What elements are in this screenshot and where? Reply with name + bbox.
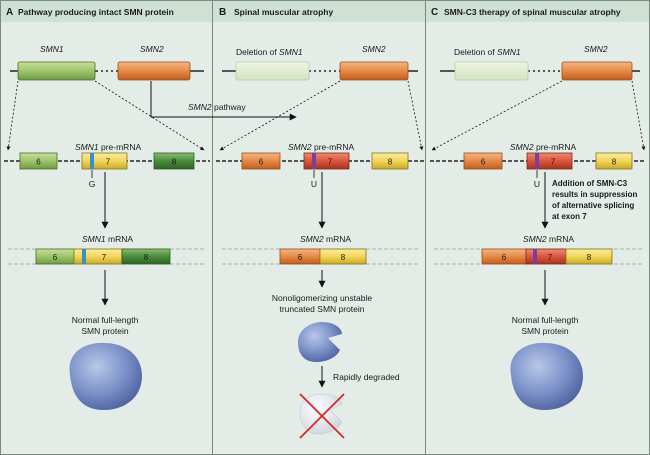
panel-a-smn1-gene (17, 61, 96, 81)
panel-b-pre-exon-6 (241, 152, 281, 170)
panel-c-mrna-exon-8 (565, 248, 613, 265)
panel-b-smn1-deleted (235, 61, 310, 81)
panel-b-pre-exon-7 (303, 152, 350, 170)
panel-c-outcome-line1: Normal full-length (512, 315, 579, 325)
panel-b-smn2-gene (339, 61, 409, 81)
panel-b-pre-exon-6-label: 6 (259, 158, 264, 167)
panel-a-pre-exon-7-label: 7 (106, 158, 111, 167)
panel-c-smn-protein (510, 342, 583, 410)
panel-a-nucleotide: G (89, 179, 96, 189)
panel-b-nucleotide: U (311, 179, 317, 189)
smn2-pathway-arrow (150, 81, 297, 121)
panel-b-pre-marker (312, 153, 316, 169)
panel-b-mrna-exon-8-label: 8 (341, 253, 346, 262)
panel-a-pre-exon-8 (153, 152, 195, 170)
panel-a-mrna-label: SMN1 mRNA (82, 234, 133, 244)
panel-b-letter: B (219, 7, 226, 18)
panel-a-premrna-label: SMN1 pre-mRNA (75, 142, 141, 152)
panel-a-smn2-gene (117, 61, 191, 81)
panel-c-mrna-exon-7 (525, 248, 567, 265)
panel-c-smn2-gene (561, 61, 633, 81)
panel-c-mrna-marker (533, 249, 537, 264)
panel-c-pre-exon-6 (463, 152, 503, 170)
panel-b-outcome-line2: truncated SMN protein (279, 304, 364, 314)
panel-b-degraded-label: Rapidly degraded (333, 372, 400, 382)
panel-a-smn-protein (69, 342, 142, 410)
panel-b-mrna-exon-8 (319, 248, 367, 265)
panel-b-truncated-protein (298, 322, 342, 362)
panel-b-mrna-exon-6-label: 6 (298, 253, 303, 262)
panel-a-pre-marker (90, 153, 94, 169)
panel-c-mrna-exon-7-label: 7 (548, 253, 553, 262)
panel-c-pre-exon-8 (595, 152, 633, 170)
panel-a-mrna-exon-8 (121, 248, 171, 265)
panel-c-mrna-exon-8-label: 8 (587, 253, 592, 262)
panel-b-gene1-label: Deletion of SMN1 (236, 47, 303, 57)
panel-b-pre-exon-7-label: 7 (328, 158, 333, 167)
panel-a-gene2-label: SMN2 (140, 44, 164, 54)
panel-c-premrna-label: SMN2 pre-mRNA (510, 142, 576, 152)
panel-c-mrna-exon-6-label: 6 (502, 253, 507, 262)
panel-c-pre-exon-6-label: 6 (481, 158, 486, 167)
panel-a-letter: A (6, 7, 13, 18)
panel-c-therapy-line3: of alternative splicing (552, 201, 634, 210)
panel-b-pre-exon-8-label: 8 (388, 158, 393, 167)
panel-b-outcome-line1: Nonoligomerizing unstable (272, 293, 372, 303)
panel-a-outcome-line1: Normal full-length (72, 315, 139, 325)
panel-c-pre-exon-7-label: 7 (551, 158, 556, 167)
panel-b-mrna-label: SMN2 mRNA (300, 234, 351, 244)
panel-a-mrna-exon-7-label: 7 (102, 253, 107, 262)
panel-c-pre-exon-8-label: 8 (612, 158, 617, 167)
panel-b-pre-exon-8 (371, 152, 409, 170)
panel-c-smn1-deleted (454, 61, 529, 81)
panel-c-pre-exon-7 (526, 152, 573, 170)
panel-a-mrna-exon-7 (73, 248, 123, 265)
panel-c-mrna-label: SMN2 mRNA (523, 234, 574, 244)
panel-a-pre-exon-8-label: 8 (172, 158, 177, 167)
panel-b-gene2-label: SMN2 (362, 44, 386, 54)
panel-a-pre-exon-7 (81, 152, 128, 170)
panel-a-mrna-marker (82, 249, 86, 264)
panel-c-title: SMN-C3 therapy of spinal muscular atroph… (444, 7, 621, 17)
panel-c-outcome-line2: SMN protein (521, 326, 569, 336)
panel-c-therapy-line2: results in suppression (552, 190, 637, 199)
panel-c-pre-marker (535, 153, 539, 169)
panel-c-nucleotide: U (534, 179, 540, 189)
smn2-pathway-label: SMN2 pathway (188, 102, 246, 112)
panel-c-letter: C (431, 7, 438, 18)
panel-a-pre-exon-6-label: 6 (36, 158, 41, 167)
panel-b-cross-line2 (299, 393, 345, 439)
panel-c-gene2-label: SMN2 (584, 44, 608, 54)
panel-a-mrna-exon-6-label: 6 (53, 253, 58, 262)
panel-b-premrna-label: SMN2 pre-mRNA (288, 142, 354, 152)
panel-c-gene1-label: Deletion of SMN1 (454, 47, 521, 57)
panel-a-title: Pathway producing intact SMN protein (18, 7, 174, 17)
panel-a-pre-exon-6 (19, 152, 58, 170)
panel-a-gene1-label: SMN1 (40, 44, 64, 54)
panel-c-therapy-line1: Addition of SMN-C3 (552, 179, 628, 188)
panel-a-outcome-line2: SMN protein (81, 326, 129, 336)
panel-a-mrna-exon-8-label: 8 (144, 253, 149, 262)
panel-c-therapy-line4: at exon 7 (552, 212, 587, 221)
panel-b-title: Spinal muscular atrophy (234, 7, 333, 17)
